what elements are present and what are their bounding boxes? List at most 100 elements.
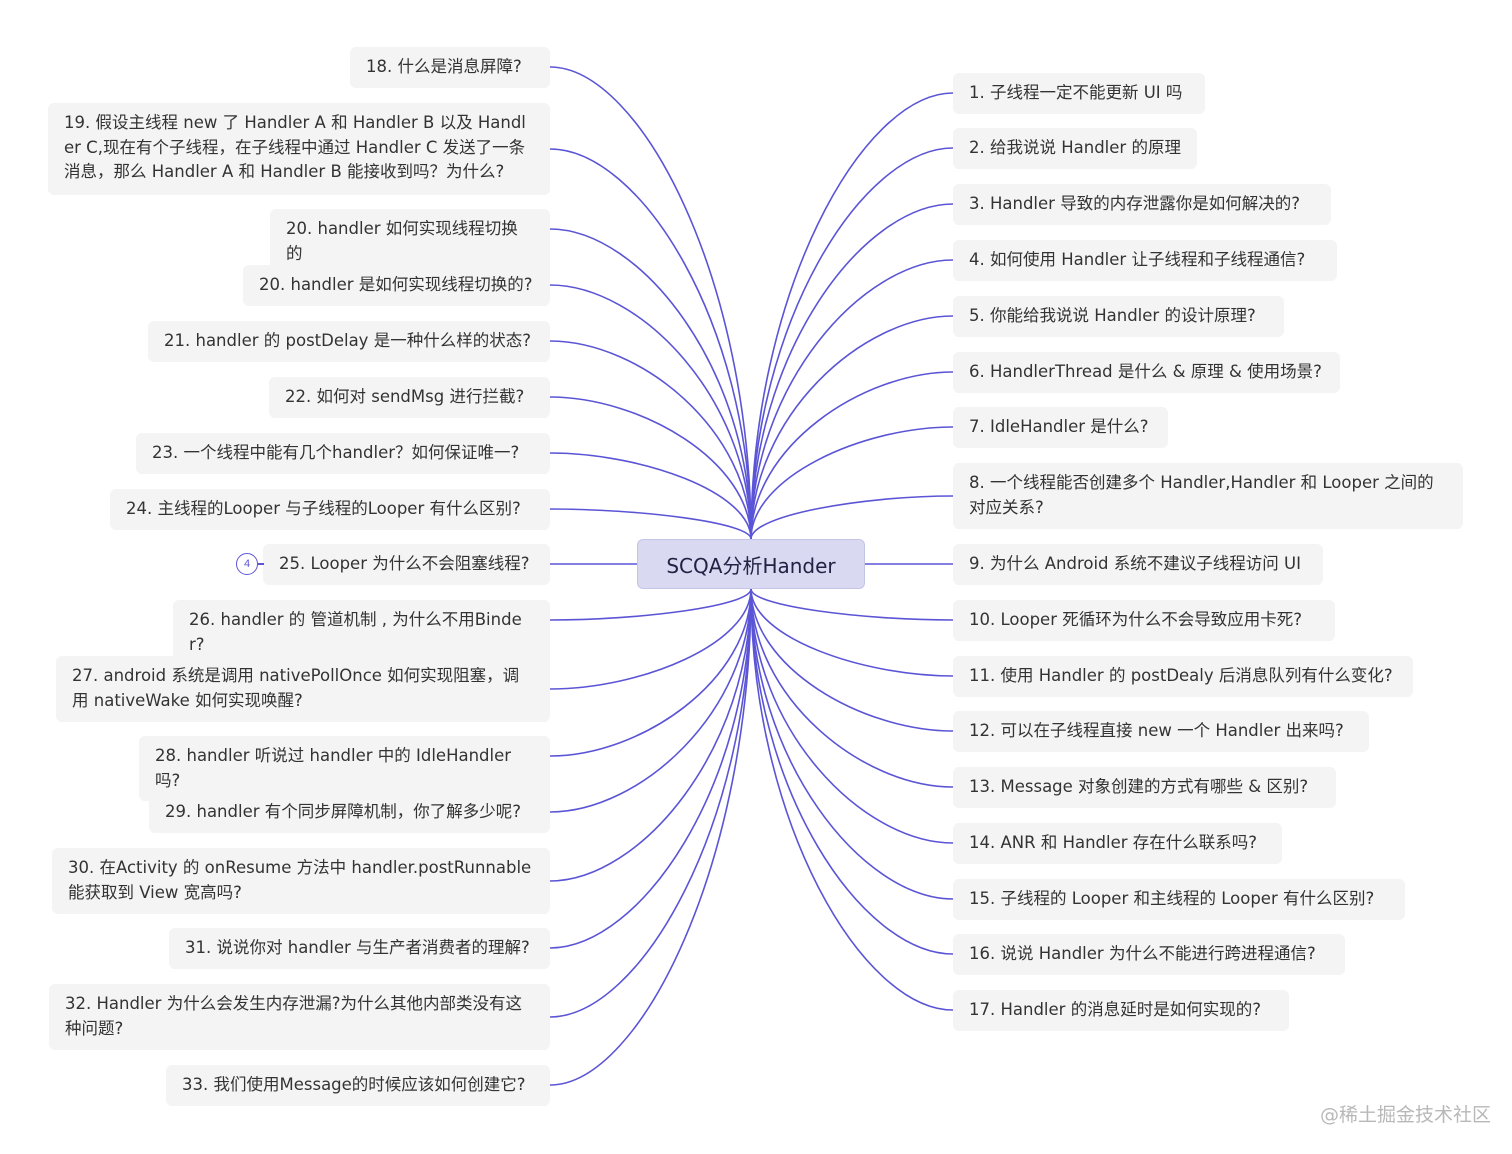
right-topic-node[interactable]: 15. 子线程的 Looper 和主线程的 Looper 有什么区别?	[953, 879, 1405, 920]
right-topic-node[interactable]: 9. 为什么 Android 系统不建议子线程访问 UI	[953, 544, 1323, 585]
left-topic-label: 31. 说说你对 handler 与生产者消费者的理解?	[185, 938, 530, 957]
branch-connector	[750, 495, 954, 540]
branch-connector	[549, 588, 752, 1086]
right-topic-label: 6. HandlerThread 是什么 & 原理 & 使用场景?	[969, 362, 1322, 381]
left-topic-label: 18. 什么是消息屏障?	[366, 57, 522, 76]
branch-connector	[750, 588, 954, 900]
right-topic-node[interactable]: 3. Handler 导致的内存泄露你是如何解决的?	[953, 184, 1331, 225]
branch-connector	[750, 147, 954, 540]
right-topic-label: 7. IdleHandler 是什么?	[969, 417, 1149, 436]
right-topic-node[interactable]: 6. HandlerThread 是什么 & 原理 & 使用场景?	[953, 352, 1340, 393]
right-topic-label: 1. 子线程一定不能更新 UI 吗	[969, 83, 1183, 102]
left-topic-label: 27. android 系统是调用 nativePollOnce 如何实现阻塞，…	[72, 666, 520, 710]
right-topic-node[interactable]: 8. 一个线程能否创建多个 Handler,Handler 和 Looper 之…	[953, 463, 1463, 529]
right-topic-node[interactable]: 17. Handler 的消息延时是如何实现的?	[953, 990, 1289, 1031]
branch-connector	[750, 371, 954, 540]
right-topic-node[interactable]: 13. Message 对象创建的方式有哪些 & 区别?	[953, 767, 1336, 808]
branch-connector	[750, 588, 954, 621]
left-topic-node[interactable]: 30. 在Activity 的 onResume 方法中 handler.pos…	[52, 848, 550, 914]
branch-connector	[549, 396, 752, 540]
right-topic-node[interactable]: 4. 如何使用 Handler 让子线程和子线程通信?	[953, 240, 1337, 281]
left-topic-node[interactable]: 31. 说说你对 handler 与生产者消费者的理解?	[169, 928, 550, 969]
left-topic-label: 20. handler 是如何实现线程切换的?	[259, 275, 533, 294]
collapse-count-badge[interactable]: 4	[236, 553, 258, 575]
left-topic-node[interactable]: 23. 一个线程中能有几个handler？如何保证唯一?	[136, 433, 550, 474]
left-topic-label: 22. 如何对 sendMsg 进行拦截?	[285, 387, 525, 406]
branch-connector	[549, 588, 752, 757]
left-topic-label: 33. 我们使用Message的时候应该如何创建它?	[182, 1075, 526, 1094]
branch-connector	[549, 588, 752, 1018]
right-topic-label: 12. 可以在子线程直接 new 一个 Handler 出来吗?	[969, 721, 1344, 740]
left-topic-node[interactable]: 25. Looper 为什么不会阻塞线程?	[263, 544, 550, 585]
left-topic-node[interactable]: 20. handler 如何实现线程切换的	[270, 209, 550, 274]
right-topic-label: 8. 一个线程能否创建多个 Handler,Handler 和 Looper 之…	[969, 473, 1434, 517]
left-topic-node[interactable]: 32. Handler 为什么会发生内存泄漏?为什么其他内部类没有这种问题?	[49, 984, 550, 1050]
branch-connector	[750, 92, 954, 540]
left-topic-node[interactable]: 21. handler 的 postDelay 是一种什么样的状态?	[148, 321, 550, 362]
branch-connector	[549, 588, 752, 882]
branch-connector	[750, 203, 954, 540]
branch-connector	[549, 228, 752, 540]
branch-connector	[750, 426, 954, 540]
right-topic-label: 9. 为什么 Android 系统不建议子线程访问 UI	[969, 554, 1301, 573]
right-topic-node[interactable]: 14. ANR 和 Handler 存在什么联系吗?	[953, 823, 1282, 864]
right-topic-label: 16. 说说 Handler 为什么不能进行跨进程通信?	[969, 944, 1316, 963]
left-topic-node[interactable]: 28. handler 听说过 handler 中的 IdleHandler 吗…	[139, 736, 550, 801]
branch-connector	[549, 148, 752, 540]
right-topic-label: 17. Handler 的消息延时是如何实现的?	[969, 1000, 1261, 1019]
left-topic-label: 19. 假设主线程 new 了 Handler A 和 Handler B 以及…	[64, 113, 526, 181]
branch-connector	[750, 588, 954, 788]
left-topic-node[interactable]: 26. handler 的 管道机制 , 为什么不用Binder?	[173, 600, 550, 665]
right-topic-label: 11. 使用 Handler 的 postDealy 后消息队列有什么变化?	[969, 666, 1393, 685]
branch-connector	[549, 340, 752, 540]
branch-connector	[750, 588, 954, 677]
right-topic-node[interactable]: 12. 可以在子线程直接 new 一个 Handler 出来吗?	[953, 711, 1369, 752]
right-topic-label: 15. 子线程的 Looper 和主线程的 Looper 有什么区别?	[969, 889, 1375, 908]
left-topic-node[interactable]: 27. android 系统是调用 nativePollOnce 如何实现阻塞，…	[56, 656, 550, 722]
left-topic-node[interactable]: 24. 主线程的Looper 与子线程的Looper 有什么区别?	[110, 489, 550, 530]
left-topic-node[interactable]: 18. 什么是消息屏障?	[350, 47, 550, 88]
branch-connector	[750, 588, 954, 844]
branch-connector	[750, 588, 954, 732]
right-topic-label: 10. Looper 死循环为什么不会导致应用卡死?	[969, 610, 1302, 629]
right-topic-label: 2. 给我说说 Handler 的原理	[969, 138, 1181, 157]
left-topic-node[interactable]: 19. 假设主线程 new 了 Handler A 和 Handler B 以及…	[48, 103, 550, 195]
badge-connector	[258, 563, 264, 565]
central-topic[interactable]: SCQA分析Hander	[637, 539, 865, 589]
right-topic-node[interactable]: 1. 子线程一定不能更新 UI 吗	[953, 73, 1205, 114]
branch-connector	[549, 588, 752, 621]
left-topic-label: 20. handler 如何实现线程切换的	[286, 219, 518, 263]
left-topic-label: 26. handler 的 管道机制 , 为什么不用Binder?	[189, 610, 522, 654]
left-topic-node[interactable]: 20. handler 是如何实现线程切换的?	[243, 265, 550, 306]
branch-connector	[750, 315, 954, 540]
branch-connector	[549, 66, 752, 540]
left-topic-label: 28. handler 听说过 handler 中的 IdleHandler 吗…	[155, 746, 512, 790]
left-topic-node[interactable]: 33. 我们使用Message的时候应该如何创建它?	[166, 1065, 550, 1106]
branch-connector	[750, 588, 954, 1011]
right-topic-label: 4. 如何使用 Handler 让子线程和子线程通信?	[969, 250, 1306, 269]
right-topic-node[interactable]: 2. 给我说说 Handler 的原理	[953, 128, 1197, 169]
branch-connector	[549, 452, 752, 540]
branch-connector	[549, 588, 752, 690]
branch-connector	[549, 588, 752, 949]
branch-connector	[750, 588, 954, 955]
branch-connector	[549, 508, 752, 540]
left-topic-label: 24. 主线程的Looper 与子线程的Looper 有什么区别?	[126, 499, 521, 518]
right-topic-node[interactable]: 11. 使用 Handler 的 postDealy 后消息队列有什么变化?	[953, 656, 1413, 697]
right-topic-label: 13. Message 对象创建的方式有哪些 & 区别?	[969, 777, 1309, 796]
right-topic-node[interactable]: 16. 说说 Handler 为什么不能进行跨进程通信?	[953, 934, 1345, 975]
right-topic-label: 5. 你能给我说说 Handler 的设计原理?	[969, 306, 1256, 325]
right-topic-label: 3. Handler 导致的内存泄露你是如何解决的?	[969, 194, 1300, 213]
left-topic-label: 32. Handler 为什么会发生内存泄漏?为什么其他内部类没有这种问题?	[65, 994, 522, 1038]
left-topic-label: 21. handler 的 postDelay 是一种什么样的状态?	[164, 331, 531, 350]
right-topic-node[interactable]: 10. Looper 死循环为什么不会导致应用卡死?	[953, 600, 1335, 641]
branch-connector	[750, 259, 954, 540]
left-topic-label: 25. Looper 为什么不会阻塞线程?	[279, 554, 530, 573]
right-topic-node[interactable]: 5. 你能给我说说 Handler 的设计原理?	[953, 296, 1284, 337]
left-topic-node[interactable]: 29. handler 有个同步屏障机制，你了解多少呢?	[149, 792, 550, 833]
left-topic-node[interactable]: 22. 如何对 sendMsg 进行拦截?	[269, 377, 550, 418]
watermark: @稀土掘金技术社区	[1320, 1104, 1492, 1126]
right-topic-label: 14. ANR 和 Handler 存在什么联系吗?	[969, 833, 1258, 852]
right-topic-node[interactable]: 7. IdleHandler 是什么?	[953, 407, 1168, 448]
left-topic-label: 30. 在Activity 的 onResume 方法中 handler.pos…	[68, 858, 532, 902]
